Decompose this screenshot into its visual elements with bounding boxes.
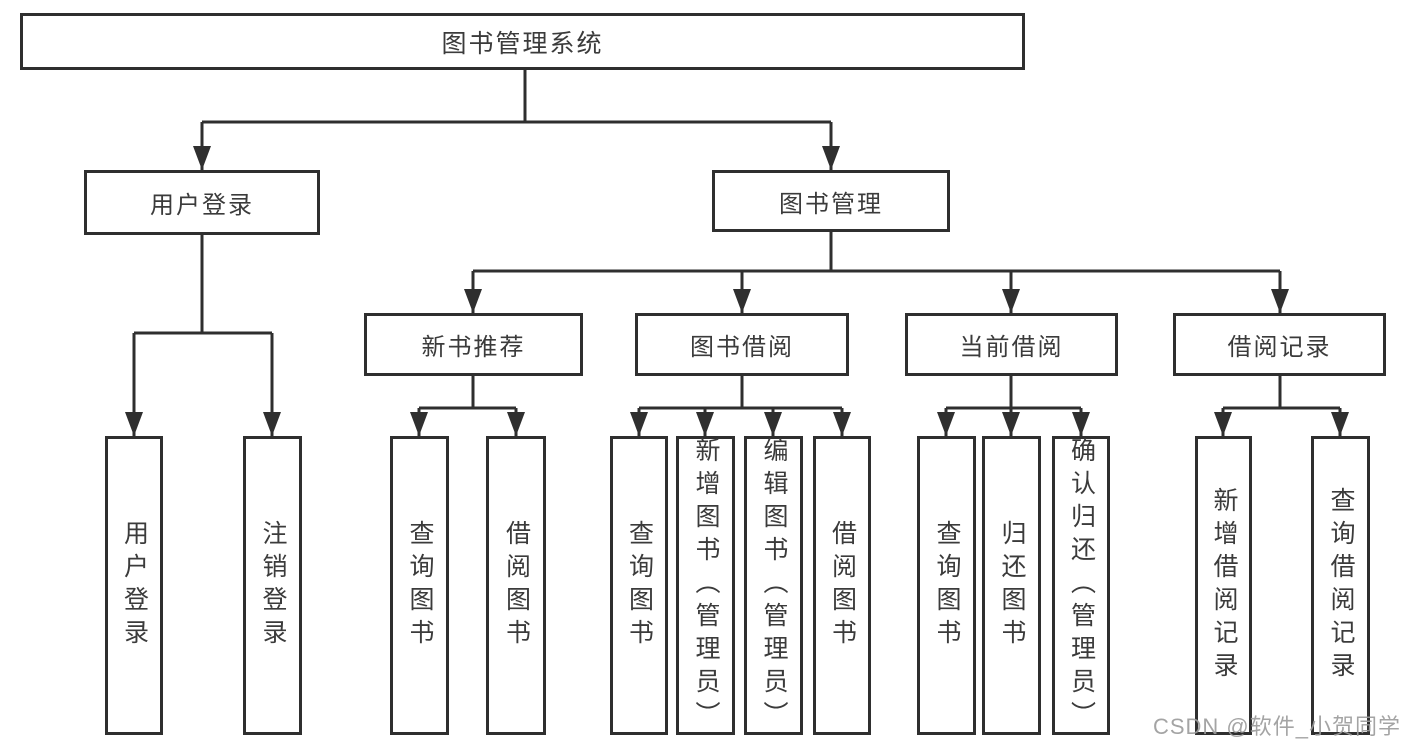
node-borrowing-records: 借阅记录 — [1173, 313, 1386, 376]
node-leaf-borrow-book-1: 借阅图书 — [486, 436, 546, 735]
node-leaf-return-book: 归还图书 — [982, 436, 1041, 735]
node-new-book-recommend-label: 新书推荐 — [421, 334, 526, 361]
node-library-system: 图书管理系统 — [20, 13, 1025, 70]
node-leaf-add-book-admin: 新增图书（管理员） — [676, 436, 735, 735]
node-leaf-add-borrow-record-label: 新增借阅记录 — [1210, 486, 1238, 685]
node-leaf-edit-book-admin-label: 编辑图书（管理员） — [760, 437, 788, 734]
node-book-borrowing: 图书借阅 — [635, 313, 849, 376]
node-new-book-recommend: 新书推荐 — [364, 313, 583, 376]
node-leaf-confirm-return-admin: 确认归还（管理员） — [1052, 436, 1110, 735]
node-leaf-add-book-admin-label: 新增图书（管理员） — [692, 437, 720, 734]
node-leaf-user-login-label: 用户登录 — [120, 519, 149, 652]
node-leaf-search-book-3-label: 查询图书 — [933, 519, 961, 652]
node-leaf-logout-label: 注销登录 — [259, 519, 287, 652]
node-leaf-logout: 注销登录 — [243, 436, 302, 735]
node-leaf-search-book-2-label: 查询图书 — [625, 519, 654, 652]
node-leaf-return-book-label: 归还图书 — [998, 519, 1026, 652]
node-library-system-label: 图书管理系统 — [441, 29, 604, 58]
node-leaf-borrow-book-1-label: 借阅图书 — [502, 519, 531, 652]
node-leaf-add-borrow-record: 新增借阅记录 — [1195, 436, 1252, 735]
node-user-login-branch-label: 用户登录 — [150, 192, 254, 219]
node-user-login-branch: 用户登录 — [84, 170, 320, 235]
node-borrowing-records-label: 借阅记录 — [1227, 334, 1332, 361]
node-leaf-search-borrow-record-label: 查询借阅记录 — [1327, 486, 1355, 685]
node-leaf-confirm-return-admin-label: 确认归还（管理员） — [1067, 437, 1096, 734]
csdn-watermark: CSDN @软件_小贺同学 — [1152, 714, 1401, 739]
node-leaf-search-book-1: 查询图书 — [390, 436, 449, 735]
node-book-management-label: 图书管理 — [779, 190, 883, 218]
node-leaf-search-book-2: 查询图书 — [610, 436, 668, 735]
node-leaf-search-book-1-label: 查询图书 — [406, 519, 434, 652]
node-leaf-search-book-3: 查询图书 — [917, 436, 976, 735]
node-leaf-user-login: 用户登录 — [105, 436, 163, 735]
node-current-borrowing-label: 当前借阅 — [959, 334, 1064, 361]
node-book-borrowing-label: 图书借阅 — [690, 334, 794, 361]
node-leaf-edit-book-admin: 编辑图书（管理员） — [744, 436, 803, 735]
arrowheads — [125, 146, 1349, 436]
node-leaf-search-borrow-record: 查询借阅记录 — [1311, 436, 1370, 735]
node-book-management: 图书管理 — [712, 170, 950, 232]
node-leaf-borrow-book-2-label: 借阅图书 — [828, 519, 857, 652]
node-leaf-borrow-book-2: 借阅图书 — [813, 436, 871, 735]
node-current-borrowing: 当前借阅 — [905, 313, 1118, 376]
